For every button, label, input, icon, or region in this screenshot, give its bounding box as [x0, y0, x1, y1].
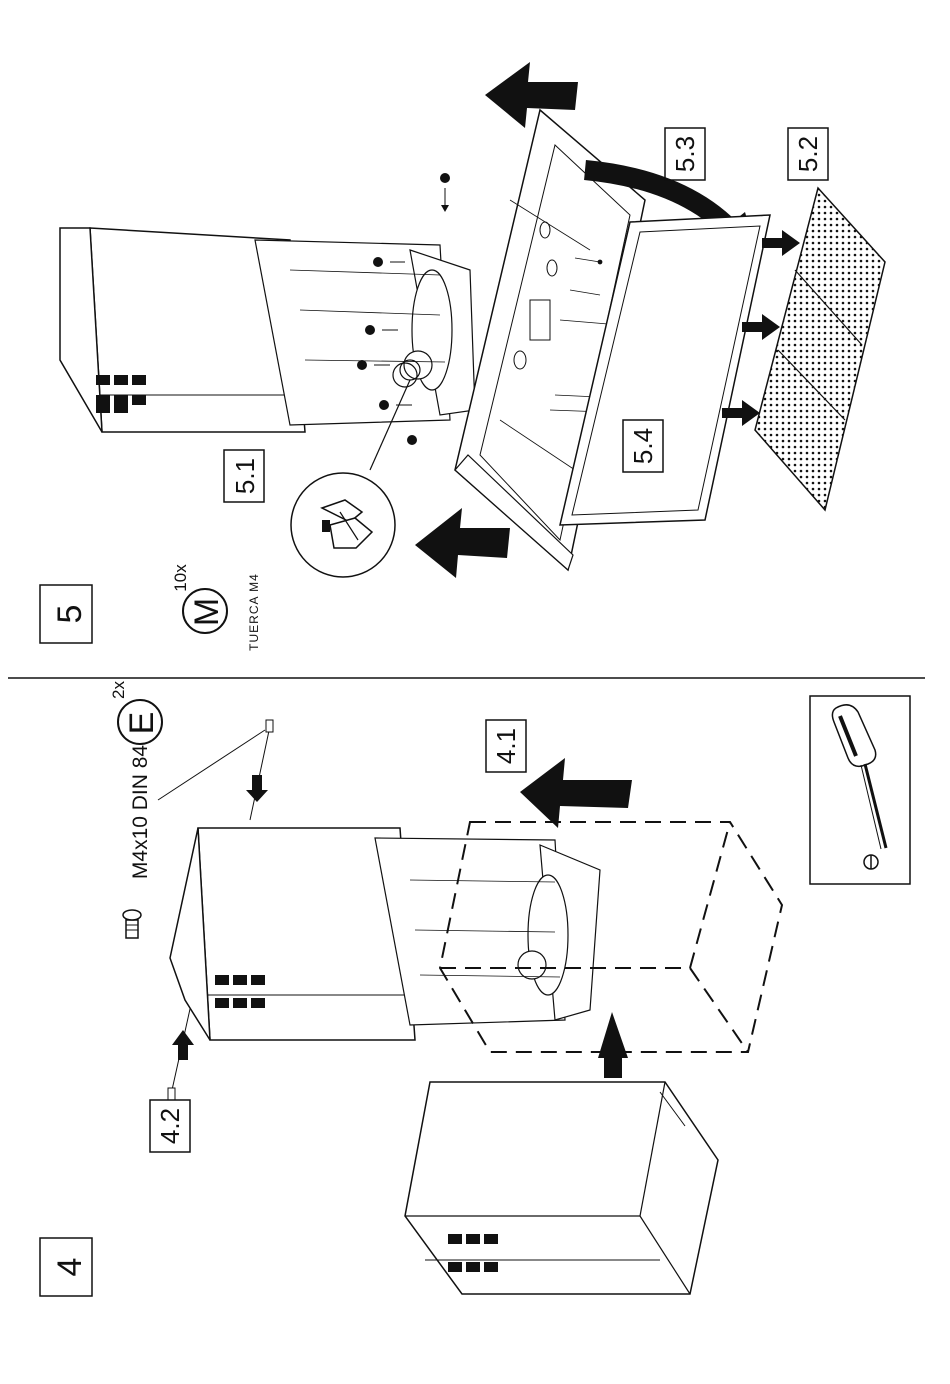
screwdriver-icon	[832, 705, 886, 869]
step-5-panel: 5 M 10x TUERCA M4	[40, 62, 885, 651]
chimney-cover-box	[405, 1082, 718, 1294]
label-5-2: 5.2	[788, 128, 828, 180]
nut-part-name: TUERCA M4	[247, 573, 261, 651]
tool-box	[810, 696, 910, 884]
svg-text:5.3: 5.3	[670, 136, 700, 172]
move-up-arrow-icon	[485, 62, 578, 128]
motor-housing-lower	[170, 828, 415, 1040]
motor-chassis-lower	[375, 838, 600, 1025]
label-5-1: 5.1	[224, 450, 264, 502]
step-4-panel: 4 M4x10 DIN 84 E 2x	[40, 681, 910, 1296]
screw-top-icon	[246, 720, 273, 820]
label-4-2: 4.2	[150, 1100, 190, 1152]
nut-part-badge: M 10x TUERCA M4	[171, 564, 261, 651]
nut-quantity: 10x	[171, 564, 190, 592]
screw-spec-text: M4x10 DIN 84	[129, 745, 152, 880]
label-4-1: 4.1	[486, 720, 526, 772]
motor-chassis-upper	[255, 173, 475, 445]
insert-chimney-arrow-icon	[598, 1012, 628, 1078]
svg-text:4.2: 4.2	[155, 1108, 185, 1144]
screw-part-letter: E	[123, 712, 161, 735]
step-5-number: 5	[51, 605, 89, 624]
svg-text:5.1: 5.1	[230, 458, 260, 494]
step-4-number: 4	[51, 1258, 89, 1277]
nut-part-letter: M	[188, 598, 226, 626]
svg-text:4.1: 4.1	[491, 728, 521, 764]
screw-quantity: 2x	[109, 681, 128, 699]
step-5-number-box: 5	[40, 585, 92, 643]
svg-text:5.4: 5.4	[628, 428, 658, 464]
screw-icon	[123, 910, 141, 938]
svg-text:5.2: 5.2	[793, 136, 823, 172]
move-up-arrow-icon-2	[415, 508, 510, 578]
step-4-number-box: 4	[40, 1238, 92, 1296]
screw-bottom-icon	[168, 1000, 194, 1100]
slide-up-arrow-icon	[520, 758, 632, 828]
metal-mesh-filter	[755, 188, 885, 510]
label-5-3: 5.3	[665, 128, 705, 180]
